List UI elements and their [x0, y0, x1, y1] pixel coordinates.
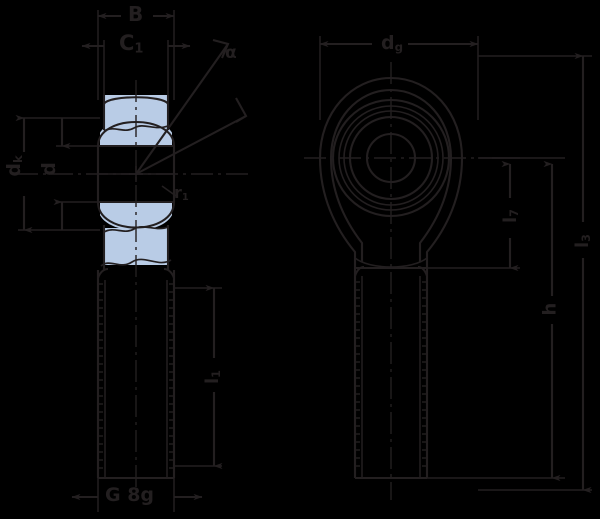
dimension-label-h: h — [539, 302, 561, 316]
dimension-label-alpha: α — [225, 43, 237, 63]
dimension-label-dg: dg — [381, 32, 404, 55]
dimension-label-dk: dk — [2, 155, 25, 177]
dimension-label-l7: l7 — [499, 209, 521, 224]
dimension-label-r1: r1 — [174, 183, 189, 203]
dimension-label-l3: l3 — [571, 234, 593, 249]
dimension-label-C1: C1 — [119, 31, 144, 57]
dimension-label-G: G 8g — [105, 484, 155, 506]
dimension-label-B: B — [128, 2, 144, 26]
dimension-label-l1: l1 — [201, 370, 223, 385]
dimension-label-d: d — [37, 162, 60, 176]
